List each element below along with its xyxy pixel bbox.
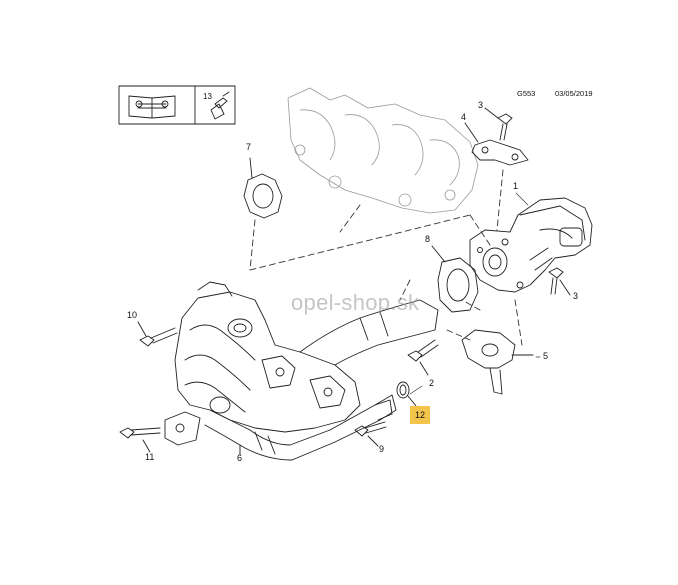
manual-wrench-icon xyxy=(128,95,176,119)
callout-8[interactable]: 8 xyxy=(425,234,431,244)
callout-3-right[interactable]: 3 xyxy=(573,291,579,301)
assembly-boundary xyxy=(249,169,523,346)
egr-valve-1 xyxy=(469,197,593,293)
icon-box-number: 13 xyxy=(203,92,212,101)
gasket-8 xyxy=(431,245,479,313)
diagram-code: G553 xyxy=(517,89,536,98)
callout-9[interactable]: 9 xyxy=(379,444,385,454)
bolt-3-right xyxy=(548,267,571,296)
callout-1[interactable]: 1 xyxy=(513,181,519,191)
callout-11[interactable]: 11 xyxy=(145,452,155,462)
gasket-7 xyxy=(243,157,283,219)
bolt-9 xyxy=(354,421,387,447)
bracket-4 xyxy=(464,122,529,166)
callout-4[interactable]: 4 xyxy=(461,112,467,122)
callout-12: 12 xyxy=(414,410,425,420)
callout-6[interactable]: 6 xyxy=(237,453,243,463)
bolt-3-top xyxy=(484,107,513,141)
callout-7[interactable]: 7 xyxy=(246,142,252,152)
o-ring-12 xyxy=(396,381,417,407)
callout-3-top[interactable]: 3 xyxy=(478,100,484,110)
leader-lines xyxy=(239,192,541,453)
callout-5[interactable]: 5 xyxy=(543,351,549,361)
header-icon-box xyxy=(118,85,236,125)
diagram-date: 03/05/2019 xyxy=(555,89,593,98)
exhaust-manifold xyxy=(287,87,479,214)
watermark: opel-shop.sk xyxy=(291,290,420,315)
callout-12-highlight[interactable]: 12 xyxy=(410,406,430,424)
callout-10[interactable]: 10 xyxy=(127,310,138,320)
egr-cooler-assembly xyxy=(164,281,439,461)
bolt-2 xyxy=(407,339,439,376)
bolt-10 xyxy=(137,321,178,347)
bolt-11 xyxy=(119,427,161,453)
spray-bottle-icon xyxy=(210,91,230,120)
sensor-5 xyxy=(461,329,534,395)
callout-2[interactable]: 2 xyxy=(429,378,435,388)
